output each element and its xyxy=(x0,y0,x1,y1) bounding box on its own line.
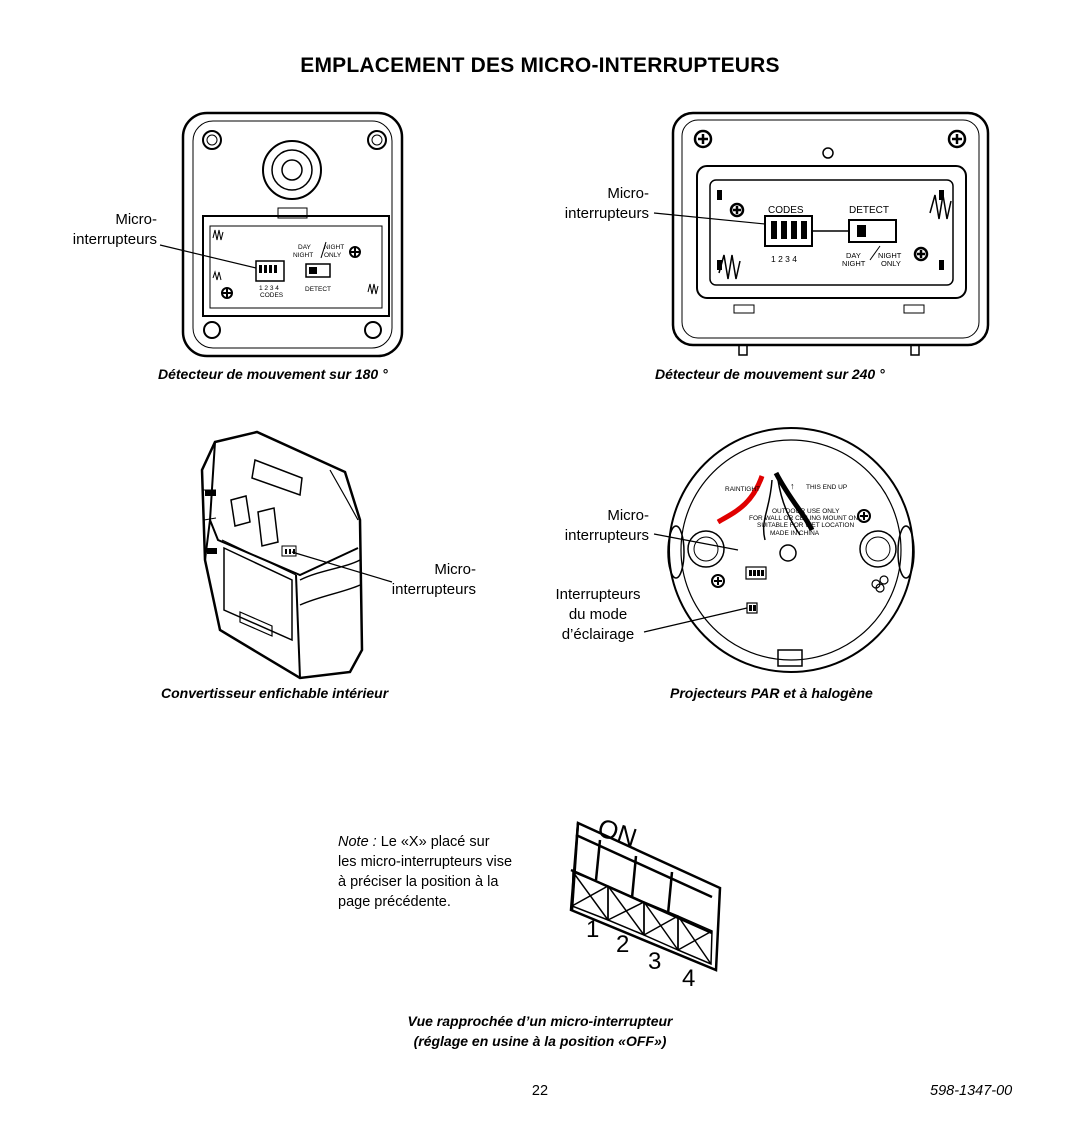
f240-night2: NIGHT xyxy=(842,259,866,268)
f180-night: NIGHT xyxy=(324,244,344,251)
closeup-n1: 1 xyxy=(586,916,599,943)
closeup-note: Note : Le «X» placé sur les micro-interr… xyxy=(338,834,513,910)
f180-nums: 1 2 3 4 xyxy=(259,285,279,292)
closeup-n2: 2 xyxy=(616,931,629,958)
closeup-n4: 4 xyxy=(682,965,695,992)
f180-only: ONLY xyxy=(324,252,342,259)
f180-day: DAY xyxy=(298,244,312,251)
par-this-end-up: THIS END UP xyxy=(806,484,847,491)
page-title: EMPLACEMENT DES MICRO-INTERRUPTEURS xyxy=(300,54,780,77)
par-label-micro: Micro- interrupteurs xyxy=(564,507,649,544)
f240-caption: Détecteur de mouvement sur 240 ° xyxy=(655,366,885,382)
par-arrow: ↑ xyxy=(790,481,795,491)
plugin-caption: Convertisseur enfichable intérieur xyxy=(161,685,389,701)
par-label-mode: Interrupteurs du mode d’éclairage xyxy=(555,586,641,643)
par-line-a: OUTDOOR USE ONLY xyxy=(772,508,840,515)
par-caption: Projecteurs PAR et à halogène xyxy=(670,685,873,701)
f240-night: NIGHT xyxy=(878,251,902,260)
f240-day: DAY xyxy=(846,251,861,260)
plugin-label: Micro- interrupteurs xyxy=(391,561,476,598)
f180-caption: Détecteur de mouvement sur 180 ° xyxy=(158,366,388,382)
doc-number: 598-1347-00 xyxy=(930,1083,1013,1099)
f180-codes: CODES xyxy=(260,292,284,299)
f240-codes: CODES xyxy=(768,205,804,216)
f240-label: Micro- interrupteurs xyxy=(564,185,649,222)
par-line-c: SUITABLE FOR WET LOCATION xyxy=(757,522,854,529)
f240-only: ONLY xyxy=(881,259,901,268)
par-line-b: FOR WALL OR CEILING MOUNT ONLY xyxy=(749,515,866,522)
par-raintight: RAINTIGHT xyxy=(725,486,760,493)
closeup-caption: Vue rapprochée d’un micro-interrupteur (… xyxy=(407,1013,673,1049)
f240-detect: DETECT xyxy=(849,205,889,216)
page-number: 22 xyxy=(531,1083,549,1099)
par-line-d: MADE IN CHINA xyxy=(770,530,820,537)
f180-label: Micro- interrupteurs xyxy=(72,211,157,248)
closeup-n3: 3 xyxy=(648,948,661,975)
f180-night2: NIGHT xyxy=(293,252,313,259)
f240-nums: 1 2 3 4 xyxy=(771,254,797,264)
f180-detect: DETECT xyxy=(305,286,331,293)
